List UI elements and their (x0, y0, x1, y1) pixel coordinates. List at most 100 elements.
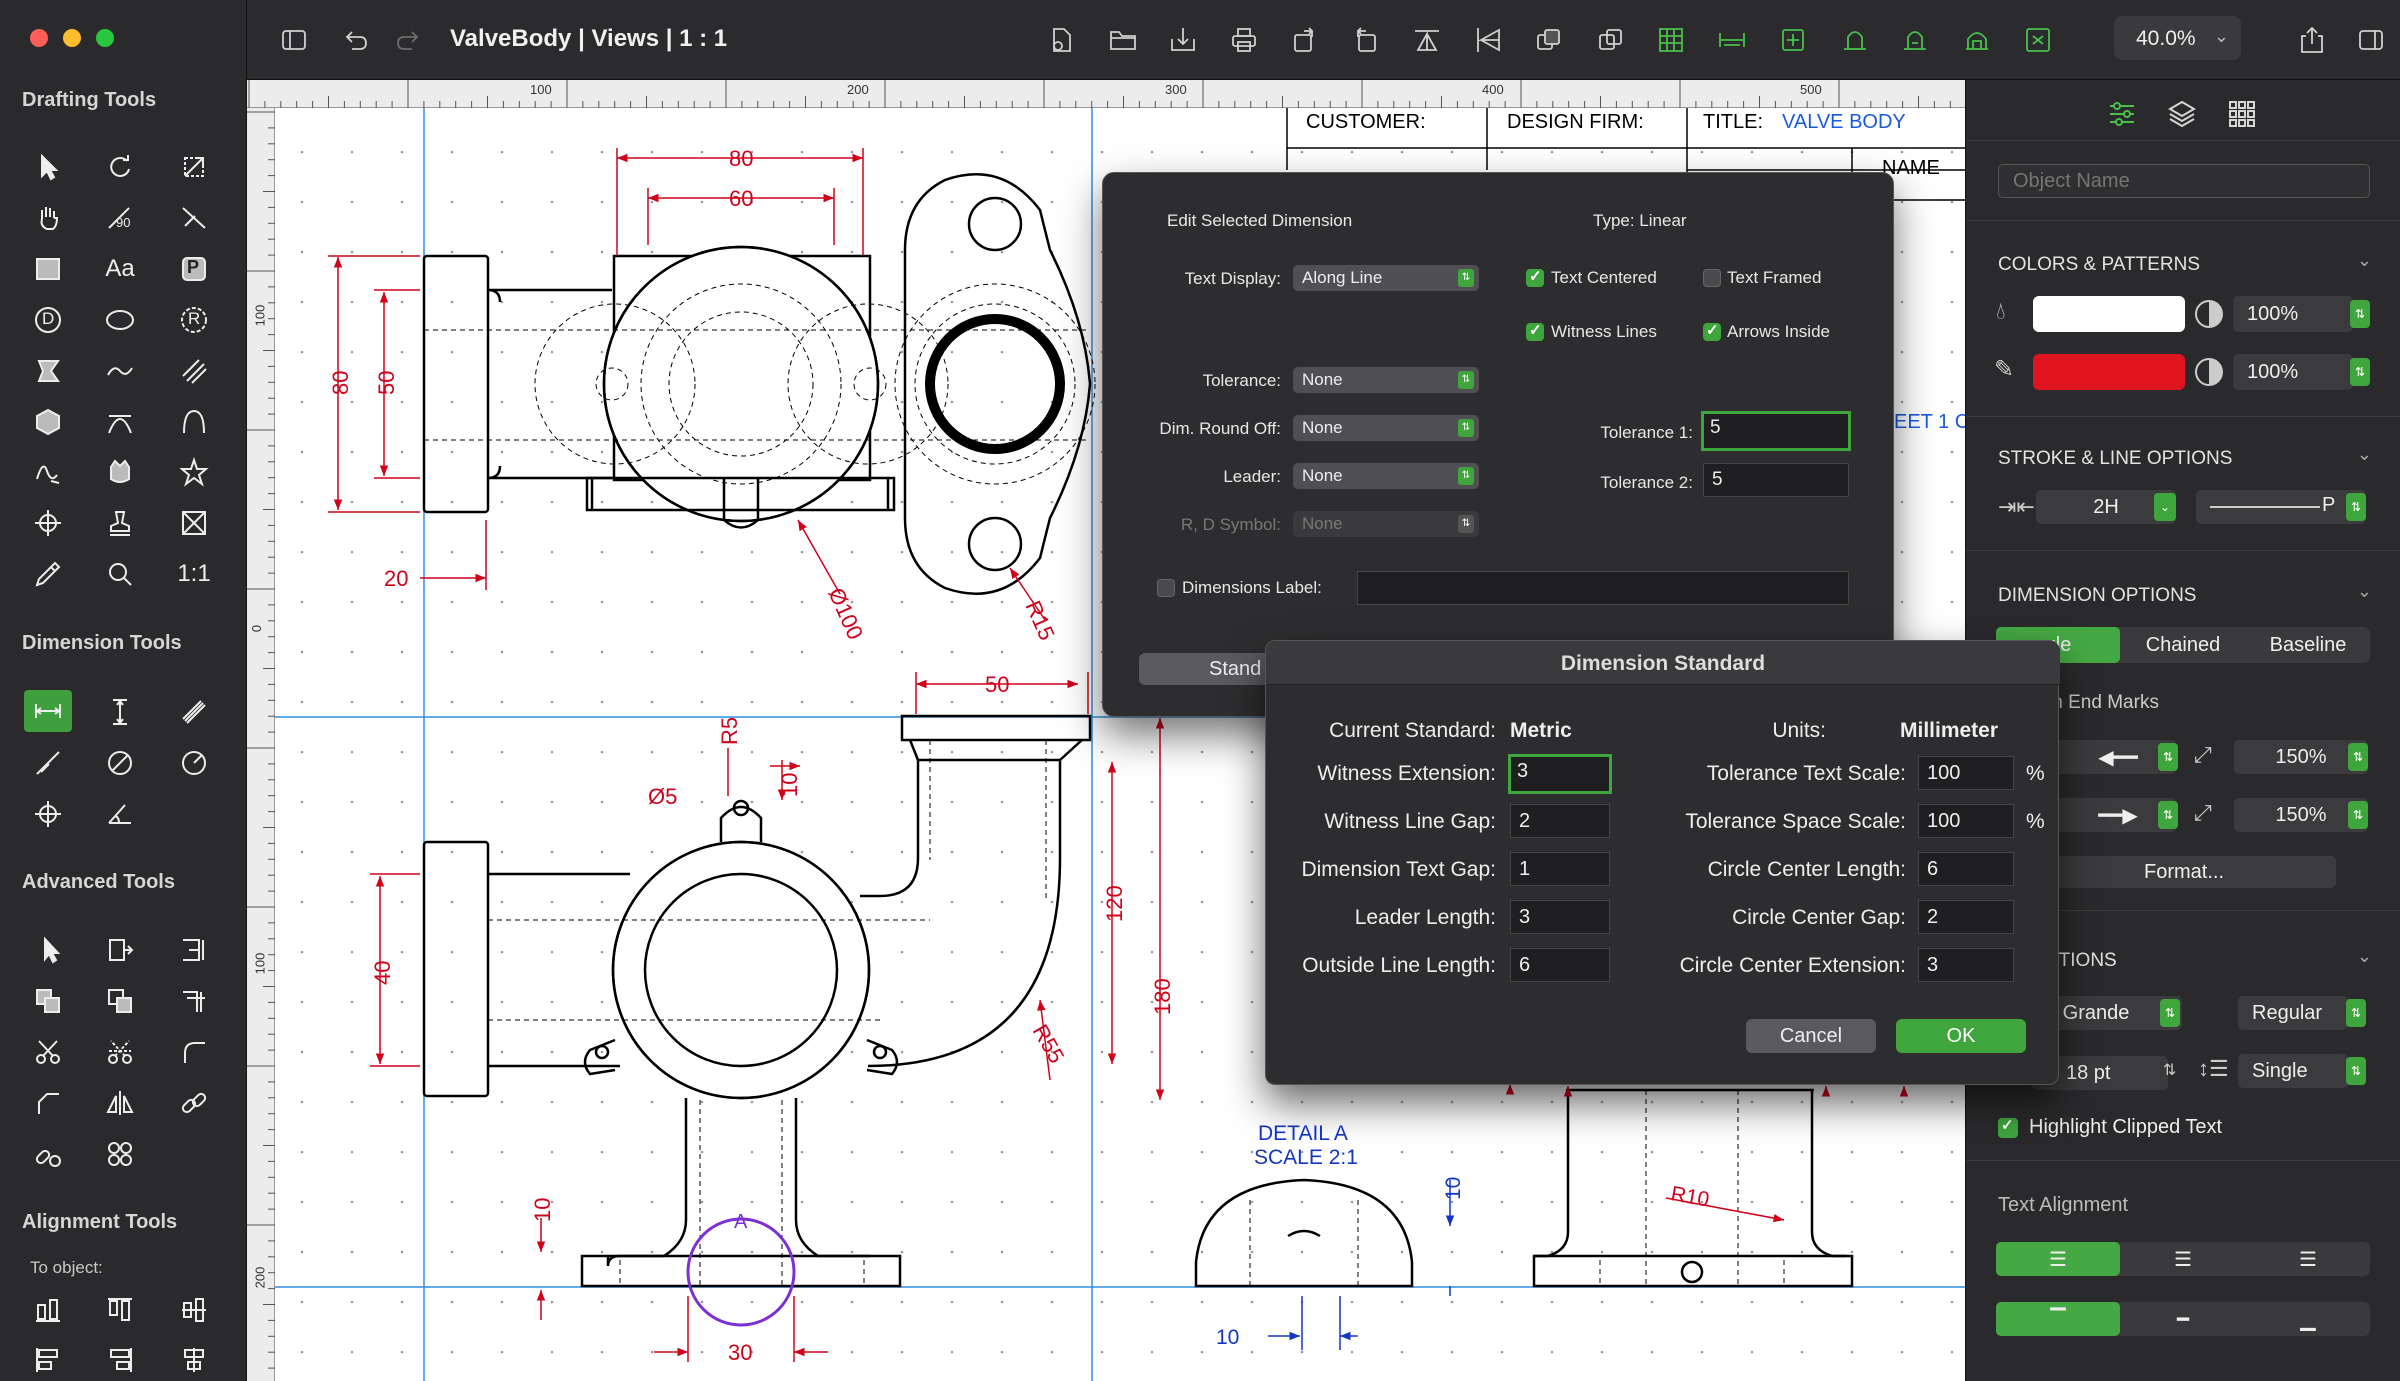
zoom-dropdown[interactable]: 40.0%⌄ (2114, 16, 2241, 60)
bring-forward-icon[interactable] (1531, 22, 1567, 58)
mirror-icon[interactable] (100, 1083, 140, 1123)
flip-horizontal-icon[interactable] (1471, 22, 1507, 58)
send-backward-icon[interactable] (1593, 22, 1629, 58)
stroke-opacity-stepper[interactable]: ⇅ (2350, 358, 2370, 386)
import-icon[interactable] (1165, 22, 1201, 58)
dimensions-label-checkbox[interactable] (1157, 579, 1175, 597)
snap-center-icon[interactable] (1775, 22, 1811, 58)
rd-symbol-popup[interactable]: None⇅ (1293, 511, 1479, 537)
line-style-stepper[interactable]: ⇅ (2346, 493, 2366, 521)
magnifier-icon[interactable] (100, 554, 140, 594)
chevron-down-icon[interactable]: ⌄ (2356, 581, 2372, 601)
chamfer-icon[interactable] (28, 1083, 68, 1123)
hexagon-tool-icon[interactable] (28, 402, 68, 442)
font-family-stepper[interactable]: ⇅ (2160, 999, 2180, 1027)
horizontal-ruler[interactable]: 100 200 300 400 500 (247, 80, 1965, 108)
leader-popup[interactable]: None⇅ (1293, 463, 1479, 489)
vertical-ruler[interactable]: 100 0 100 200 (247, 108, 275, 1381)
eyedropper-icon[interactable] (28, 554, 68, 594)
align-bottom-icon[interactable] (28, 1290, 68, 1330)
text-tool-icon[interactable]: Aa (105, 255, 135, 282)
library-grid-icon[interactable] (2222, 94, 2262, 134)
chevron-down-icon[interactable]: ⌄ (2356, 444, 2372, 464)
snap-grid-icon[interactable] (2020, 22, 2056, 58)
chevron-down-icon[interactable]: ⌄ (2356, 946, 2372, 966)
dimension-text-gap-input[interactable]: 1 (1510, 852, 1610, 886)
radius-tool-icon[interactable]: R (174, 300, 214, 340)
arrows-inside-checkbox[interactable] (1703, 321, 1721, 341)
aligned-dimension-icon[interactable] (174, 692, 214, 732)
fill-opacity-field[interactable]: 100% (2233, 296, 2353, 332)
standard-button[interactable]: Stand (1139, 653, 1279, 685)
array-tool-icon[interactable] (100, 1134, 140, 1174)
open-folder-icon[interactable] (1105, 22, 1141, 58)
subtract-icon[interactable] (100, 981, 140, 1021)
end-mark-dropdown[interactable]: ━━▶ (2046, 798, 2176, 832)
witness-extension-input[interactable]: 3 (1508, 754, 1612, 794)
resize-tool-icon[interactable] (174, 147, 214, 187)
snap-tangent-icon[interactable] (1959, 22, 1995, 58)
tolerance1-input[interactable]: 5 (1701, 411, 1851, 451)
add-node-icon[interactable] (100, 930, 140, 970)
tolerance-popup[interactable]: None⇅ (1293, 367, 1479, 393)
dim-mode-baseline[interactable]: Baseline (2269, 633, 2347, 656)
rectangle-tool-icon[interactable] (28, 249, 68, 289)
arc-tool-icon[interactable] (174, 402, 214, 442)
fill-opacity-stepper[interactable]: ⇅ (2350, 300, 2370, 328)
circle-center-gap-input[interactable]: 2 (1918, 900, 2014, 934)
start-mark-dropdown[interactable]: ◀━━ (2046, 740, 2176, 774)
split-tool-icon[interactable] (174, 981, 214, 1021)
star-tool-icon[interactable] (174, 452, 214, 492)
align-center-icon[interactable] (174, 1340, 214, 1380)
actual-scale-button[interactable]: 1:1 (177, 560, 211, 587)
node-select-icon[interactable] (28, 930, 68, 970)
leader-length-input[interactable]: 3 (1510, 900, 1610, 934)
valign-top-icon[interactable]: ▔ (1996, 1302, 2120, 1336)
start-mark-scale[interactable]: 150% (2234, 740, 2368, 774)
start-mark-stepper[interactable]: ⇅ (2158, 743, 2178, 771)
align-left-icon[interactable] (28, 1340, 68, 1380)
font-style-stepper[interactable]: ⇅ (2346, 999, 2366, 1027)
tolerance2-input[interactable]: 5 (1703, 463, 1849, 497)
zoom-window-button[interactable] (96, 29, 114, 47)
angular-dimension-icon[interactable] (28, 743, 68, 783)
redo-icon[interactable] (391, 22, 427, 58)
trim-tool-icon[interactable] (174, 197, 214, 237)
shape-library-icon[interactable] (100, 452, 140, 492)
inspector-properties-tab[interactable] (2102, 94, 2142, 134)
union-icon[interactable] (28, 981, 68, 1021)
freehand-tool-icon[interactable] (28, 452, 68, 492)
polygon-p-tool-icon[interactable]: P (174, 249, 214, 289)
break-tool-icon[interactable] (100, 1032, 140, 1072)
snap-intersect-icon[interactable] (1897, 22, 1933, 58)
link-icon[interactable] (174, 1083, 214, 1123)
snap-point-icon[interactable] (28, 503, 68, 543)
align-right-icon[interactable] (100, 1340, 140, 1380)
hatch-tool-icon[interactable] (174, 351, 214, 391)
stroke-weight-dropdown[interactable]: ⌄ (2154, 493, 2176, 521)
align-text-left-icon[interactable]: ☰ (1996, 1242, 2120, 1276)
snap-points-icon[interactable] (1837, 22, 1873, 58)
dimensions-label-input[interactable] (1357, 571, 1849, 605)
stamp-tool-icon[interactable] (100, 503, 140, 543)
text-centered-checkbox[interactable] (1526, 267, 1544, 287)
align-text-right-icon[interactable]: ☰ (2299, 1248, 2317, 1271)
layers-icon[interactable] (2162, 94, 2202, 134)
end-mark-scale[interactable]: 150% (2234, 798, 2368, 832)
grid-icon[interactable] (1653, 22, 1689, 58)
witness-line-gap-input[interactable]: 2 (1510, 804, 1610, 838)
linear-dimension-icon[interactable] (24, 690, 72, 732)
angle-90-tool-icon[interactable]: 90 (100, 197, 140, 237)
diameter-dimension-icon[interactable] (100, 743, 140, 783)
select-arrow-icon[interactable] (28, 147, 68, 187)
round-off-popup[interactable]: None⇅ (1293, 415, 1479, 441)
polyline-tool-icon[interactable] (28, 351, 68, 391)
pan-hand-icon[interactable] (28, 197, 68, 237)
stroke-opacity-field[interactable]: 100% (2233, 354, 2353, 390)
stroke-color-swatch[interactable] (2033, 354, 2185, 390)
chevron-down-icon[interactable]: ⌄ (2356, 250, 2372, 270)
center-mark-icon[interactable] (28, 794, 68, 834)
highlight-clipped-checkbox[interactable] (1998, 1116, 2018, 1138)
curve-tool-icon[interactable] (100, 351, 140, 391)
cancel-button[interactable]: Cancel (1746, 1019, 1876, 1053)
